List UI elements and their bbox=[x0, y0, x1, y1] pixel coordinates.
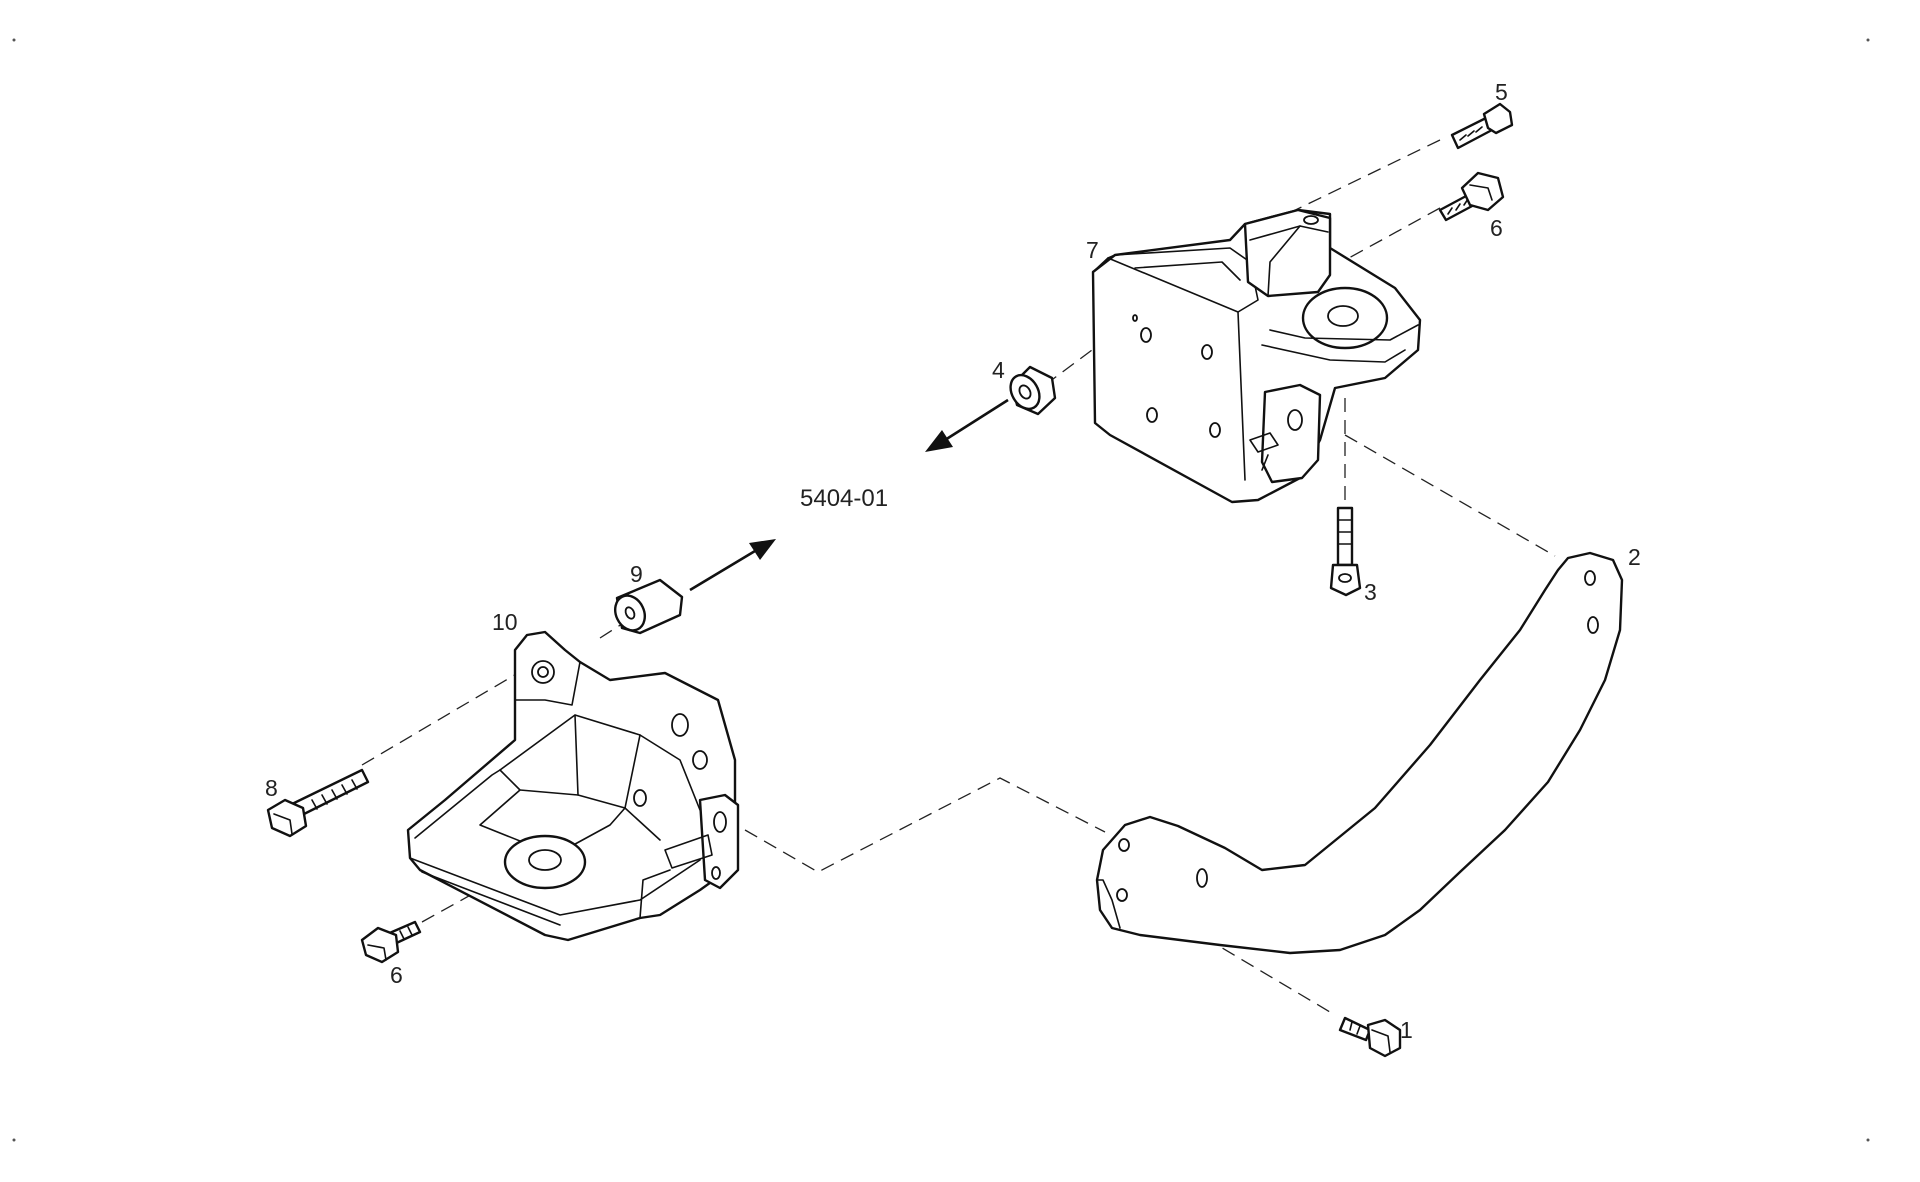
callout-9: 9 bbox=[630, 561, 643, 587]
callout-8: 8 bbox=[265, 775, 278, 801]
part-2-support-arm bbox=[1095, 551, 1624, 955]
part-6-bolt-lower bbox=[360, 920, 422, 964]
callout-4: 4 bbox=[992, 357, 1005, 383]
arrow-to-reference-lower bbox=[689, 539, 776, 592]
callout-5: 5 bbox=[1495, 79, 1508, 105]
part-4-bushing bbox=[1009, 365, 1057, 416]
callout-1: 1 bbox=[1400, 1017, 1413, 1043]
callout-6-lower: 6 bbox=[390, 962, 403, 988]
part-1-bolt bbox=[1338, 1016, 1402, 1058]
callout-labels: 5404-01 1 2 3 4 5 6 7 8 9 10 6 bbox=[265, 79, 1641, 1043]
callout-3: 3 bbox=[1364, 579, 1377, 605]
reference-number-label: 5404-01 bbox=[800, 485, 888, 512]
part-3-bolt bbox=[1329, 506, 1362, 597]
part-9-bushing bbox=[614, 578, 684, 635]
callout-10: 10 bbox=[492, 609, 518, 635]
part-7-upper-mount-bracket bbox=[1091, 208, 1422, 504]
part-6-bolt-upper bbox=[1438, 171, 1505, 222]
arrow-to-reference-upper bbox=[925, 398, 1009, 452]
part-5-bolt bbox=[1450, 102, 1514, 150]
callout-6-upper: 6 bbox=[1490, 215, 1503, 241]
corner-marks bbox=[12, 38, 1870, 1142]
part-8-bolt bbox=[266, 768, 370, 838]
part-10-lower-mount-bracket bbox=[406, 630, 740, 942]
callout-2: 2 bbox=[1628, 544, 1641, 570]
callout-7: 7 bbox=[1086, 237, 1099, 263]
